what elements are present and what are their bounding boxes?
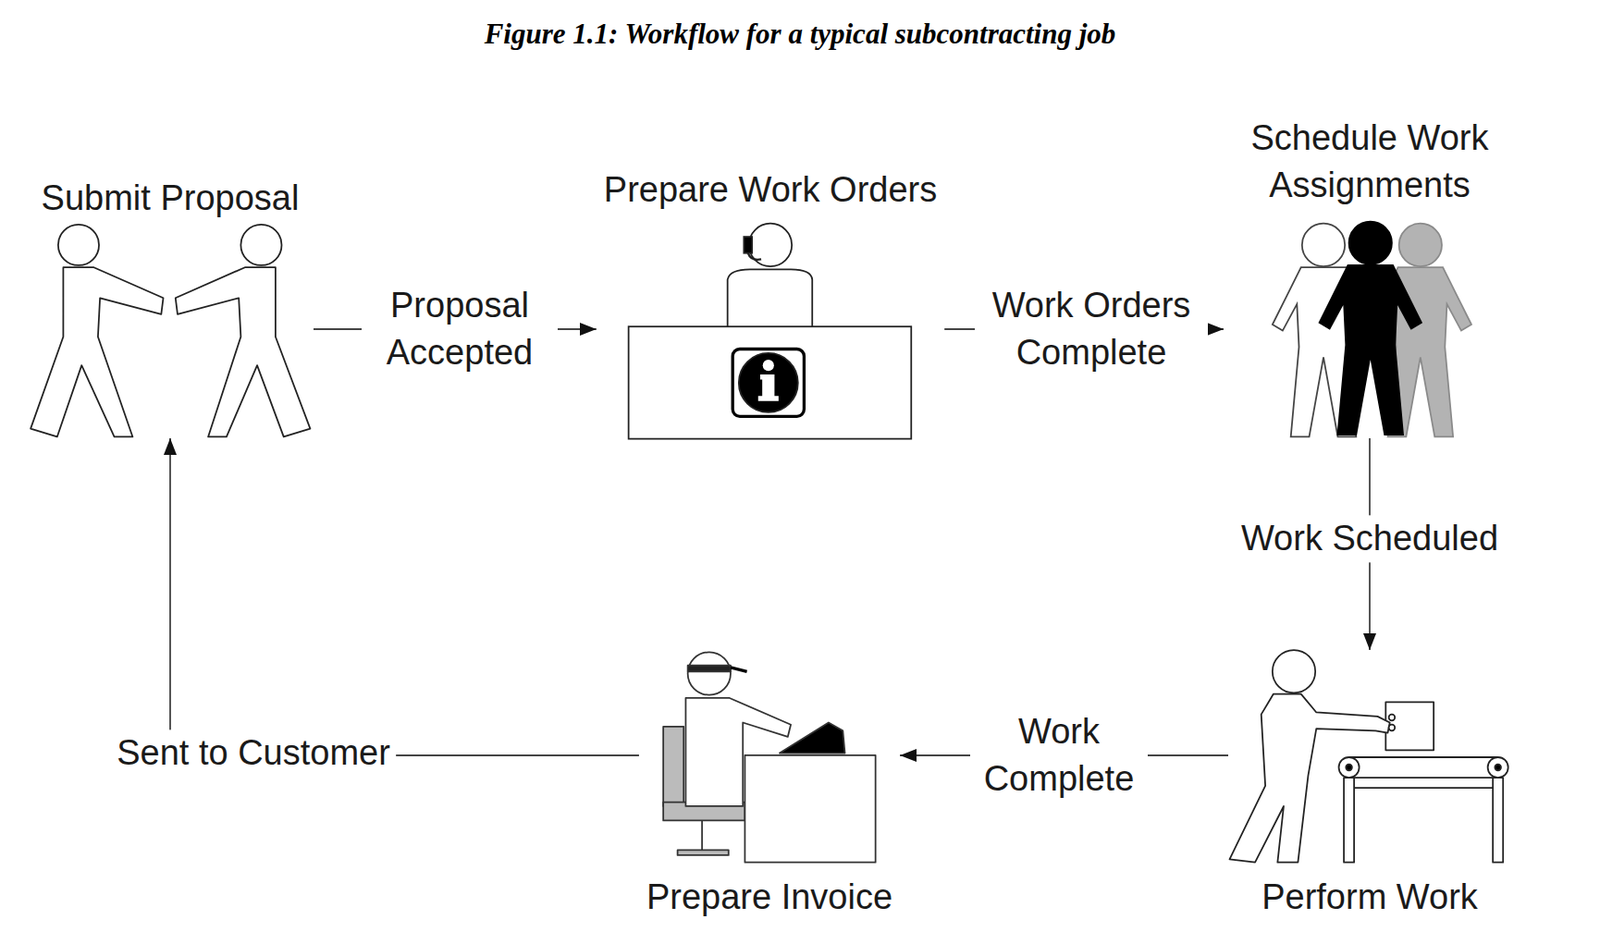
chair-post	[701, 820, 703, 852]
keyboard	[779, 722, 846, 753]
belt	[1349, 756, 1499, 759]
step-label: Prepare Work Orders	[603, 166, 937, 214]
flow-arrow	[170, 438, 640, 756]
person-body	[175, 267, 311, 437]
person-body	[1229, 694, 1390, 863]
step-label: Submit Proposal	[41, 174, 300, 222]
edge-label: Work Orders Complete	[974, 282, 1208, 378]
headset	[743, 236, 752, 254]
info-icon-stem	[758, 374, 779, 402]
person-body	[727, 269, 813, 327]
worker-figure	[1229, 650, 1508, 863]
edge-label: Work Complete	[970, 708, 1148, 804]
handshake-figure	[30, 224, 310, 438]
conveyor-frame	[1353, 787, 1493, 789]
desk	[744, 755, 875, 863]
step-caption: Perform Work	[1228, 873, 1512, 922]
step-caption: Schedule Work Assignments	[1223, 114, 1516, 210]
process-step: Perform Work	[1228, 650, 1512, 923]
person-head	[58, 224, 99, 266]
person-head	[1272, 650, 1316, 693]
step-caption: Prepare Invoice	[639, 873, 900, 922]
box	[1385, 701, 1434, 751]
hand	[1389, 714, 1396, 722]
desk-figure	[628, 223, 912, 440]
info-icon-disc	[738, 353, 799, 413]
cap-visor	[730, 667, 748, 672]
step-caption: Submit Proposal	[26, 174, 314, 222]
step-label: Schedule Work Assignments	[1230, 114, 1509, 210]
roller	[1488, 757, 1509, 778]
person-head	[240, 224, 282, 266]
step-label: Prepare Invoice	[646, 873, 893, 922]
process-step: Prepare Invoice	[639, 650, 900, 923]
person-head	[688, 652, 731, 695]
headset-mic	[748, 253, 762, 260]
conveyor-leg	[1343, 777, 1354, 863]
figure-title: Figure 1.1: Workflow for a typical subco…	[0, 16, 1600, 51]
desk	[628, 326, 912, 439]
cap-band	[688, 665, 731, 673]
person-black	[1319, 221, 1422, 436]
hand	[1389, 725, 1396, 732]
chair-back	[663, 726, 684, 807]
step-label: Perform Work	[1261, 873, 1478, 922]
conveyor-leg	[1492, 777, 1503, 863]
roller-hub	[1345, 764, 1353, 772]
info-icon-frame	[732, 348, 804, 417]
process-step: Submit Proposal	[26, 174, 314, 439]
edge-label: Work Scheduled	[1235, 515, 1504, 563]
clerk-figure	[663, 652, 875, 862]
process-step: Prepare Work Orders	[596, 166, 945, 439]
edge-label: Proposal Accepted	[361, 282, 558, 378]
roller	[1339, 757, 1360, 778]
info-icon-dot	[763, 359, 775, 371]
chair-base	[677, 849, 729, 856]
person-body	[30, 267, 163, 437]
edge-label: Sent to Customer	[110, 729, 396, 777]
process-step: Schedule Work Assignments	[1223, 114, 1516, 439]
belt	[1349, 776, 1499, 779]
step-caption: Prepare Work Orders	[596, 166, 945, 214]
roller-hub	[1494, 764, 1502, 772]
